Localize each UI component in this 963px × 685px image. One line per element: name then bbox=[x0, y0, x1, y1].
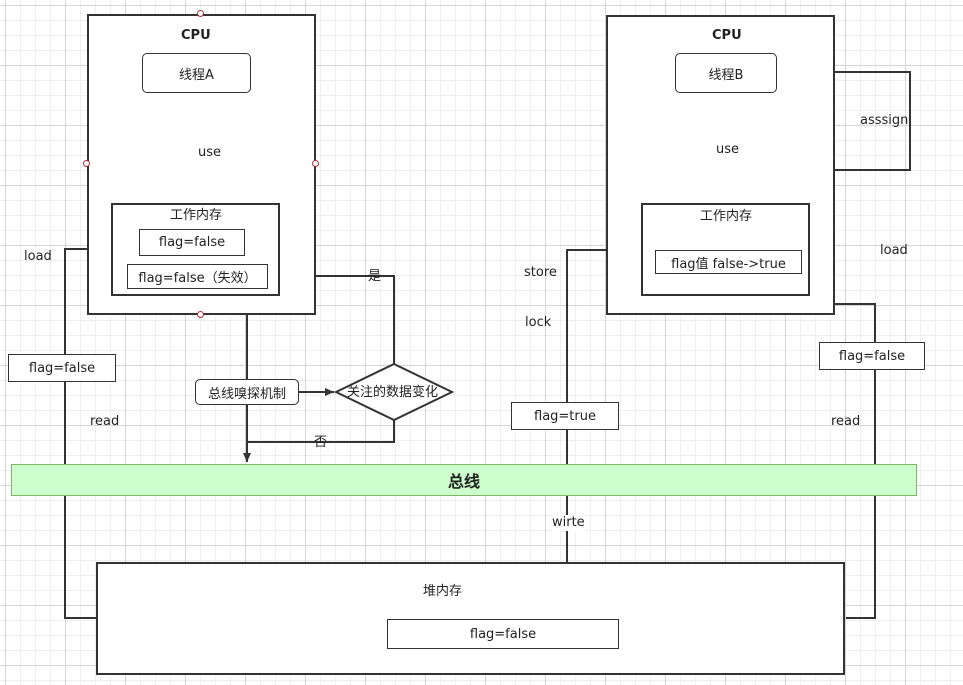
no-path bbox=[247, 420, 395, 443]
decision-label: 关注的数据变化 bbox=[347, 385, 439, 400]
resize-handle bbox=[83, 160, 90, 167]
assign-label: asssign bbox=[860, 113, 909, 128]
left-use-label: use bbox=[198, 145, 222, 160]
resize-handle bbox=[197, 311, 204, 318]
left-flag-transit[interactable]: flag=false bbox=[8, 354, 116, 382]
right-flag-load[interactable]: flag=false bbox=[819, 342, 925, 370]
right-cpu-title: CPU bbox=[712, 28, 742, 43]
right-read-label: read bbox=[831, 414, 861, 429]
resize-handle bbox=[197, 10, 204, 17]
snoop-box[interactable]: 总线嗅探机制 bbox=[195, 379, 299, 405]
left-flag-invalid[interactable]: flag=false（失效） bbox=[127, 264, 268, 289]
right-use-label: use bbox=[716, 142, 740, 157]
heap-title: 堆内存 bbox=[423, 584, 463, 599]
heap-memory-box bbox=[96, 562, 845, 675]
write-label: wirte bbox=[552, 515, 585, 531]
left-cpu-title: CPU bbox=[181, 28, 211, 43]
decision-diamond bbox=[333, 362, 455, 422]
right-work-memory-title: 工作内存 bbox=[700, 209, 753, 224]
left-flag-current[interactable]: flag=false bbox=[139, 229, 245, 256]
yes-path bbox=[282, 272, 395, 364]
left-load-label: load bbox=[24, 249, 52, 264]
no-label: 否 bbox=[314, 435, 328, 450]
heap-flag[interactable]: flag=false bbox=[387, 619, 619, 649]
thread-b-box[interactable]: 线程B bbox=[675, 53, 777, 93]
bus-bar: 总线 bbox=[11, 464, 917, 496]
left-read-label: read bbox=[90, 414, 120, 429]
right-flag-transit[interactable]: flag=true bbox=[511, 402, 619, 430]
yes-label: 是 bbox=[368, 269, 382, 284]
right-flag-value[interactable]: flag值 false->true bbox=[655, 250, 802, 274]
right-load-label: load bbox=[880, 243, 908, 258]
thread-a-box[interactable]: 线程A bbox=[142, 53, 251, 93]
lock-label: lock bbox=[525, 315, 552, 330]
resize-handle bbox=[312, 160, 319, 167]
bus-label: 总线 bbox=[447, 472, 480, 491]
left-work-memory-title: 工作内存 bbox=[170, 208, 223, 223]
store-label: store bbox=[524, 265, 557, 280]
right-work-memory-box bbox=[641, 203, 810, 296]
